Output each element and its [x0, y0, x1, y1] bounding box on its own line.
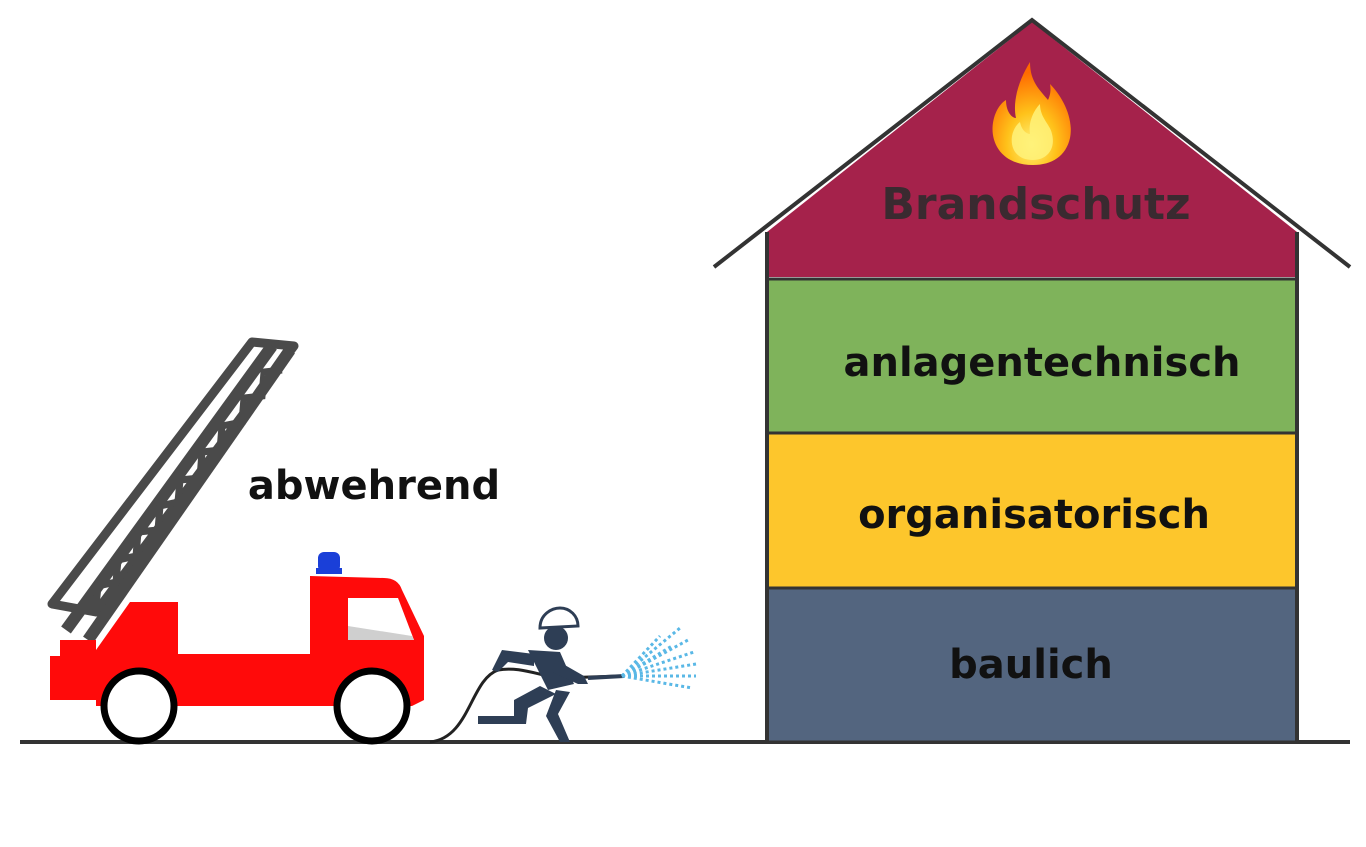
roof-label: Brandschutz [881, 179, 1190, 230]
water-spray-icon [620, 626, 697, 690]
ladder [47, 337, 299, 644]
floor-organisatorisch [765, 431, 1299, 590]
house: Brandschutz anlagentechnisch organisator… [712, 17, 1352, 744]
floor-anlagentechnisch [765, 277, 1299, 435]
floor-baulich [765, 586, 1299, 744]
floor-label-organisatorisch: organisatorisch [858, 492, 1210, 538]
firefighter-icon [429, 606, 625, 744]
floor-label-baulich: baulich [949, 642, 1113, 688]
fire-truck-icon [47, 337, 424, 745]
floor-label-anlagentechnisch: anlagentechnisch [843, 340, 1240, 386]
flame-icon [992, 62, 1071, 165]
label-abwehrend: abwehrend [248, 463, 500, 509]
roof-outline [712, 17, 1352, 269]
